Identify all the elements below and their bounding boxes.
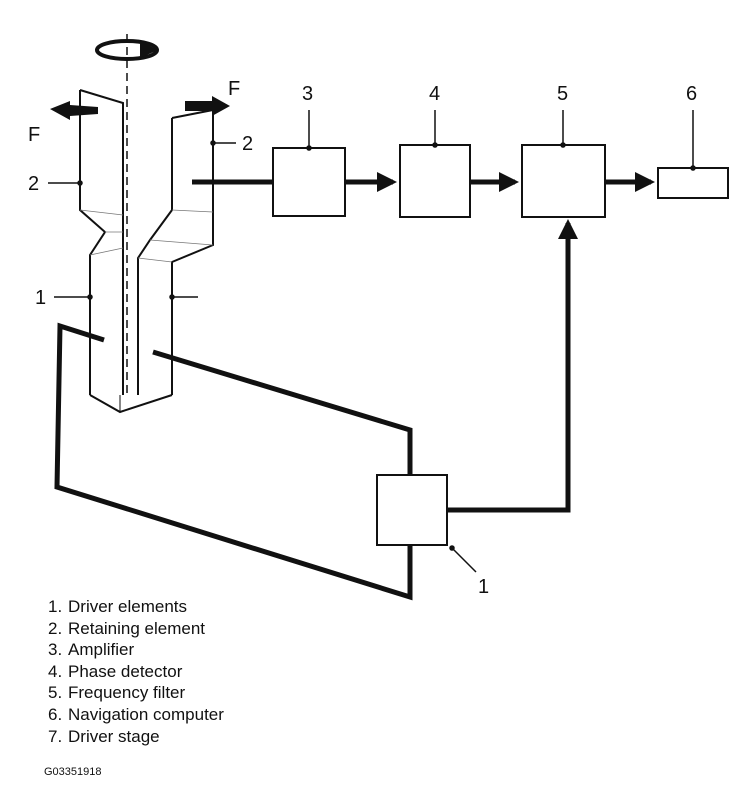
amplifier-block [272, 147, 346, 217]
callout-driver-stage: 1 [478, 576, 489, 598]
callout-driver-left: 1 [35, 287, 46, 309]
arrow-driver-stage-to-filter [447, 219, 578, 513]
figure-id: G03351918 [44, 766, 102, 778]
legend-item: 5.Frequency filter [48, 683, 186, 703]
callout-retaining-right: 2 [242, 133, 253, 155]
legend-item: 6.Navigation computer [48, 704, 224, 724]
force-arrow-left-icon [50, 101, 98, 120]
legend-item: 3.Amplifier [48, 640, 135, 660]
drive-loop-wiring [54, 322, 413, 601]
frequency-filter-block [521, 144, 606, 218]
force-label-left: F [28, 124, 40, 146]
legend-item: 7.Driver stage [48, 726, 160, 746]
callout-block-5: 5 [557, 83, 568, 105]
callout-retaining-left: 2 [28, 173, 39, 195]
legend-list: 1.Driver elements 2.Retaining element 3.… [48, 596, 224, 747]
callout-block-4: 4 [429, 83, 440, 105]
legend-item: 4.Phase detector [48, 661, 183, 681]
force-arrow-right-icon [185, 96, 230, 116]
callout-block-3: 3 [302, 83, 313, 105]
driver-stage-block [376, 474, 448, 546]
tuning-fork-sensor [79, 34, 214, 414]
phase-detector-block [399, 144, 471, 218]
legend-item: 2.Retaining element [48, 618, 206, 638]
legend-item: 1.Driver elements [48, 597, 188, 616]
navigation-computer-block [657, 167, 729, 199]
callout-block-6: 6 [686, 83, 697, 105]
force-label-right: F [228, 78, 240, 100]
